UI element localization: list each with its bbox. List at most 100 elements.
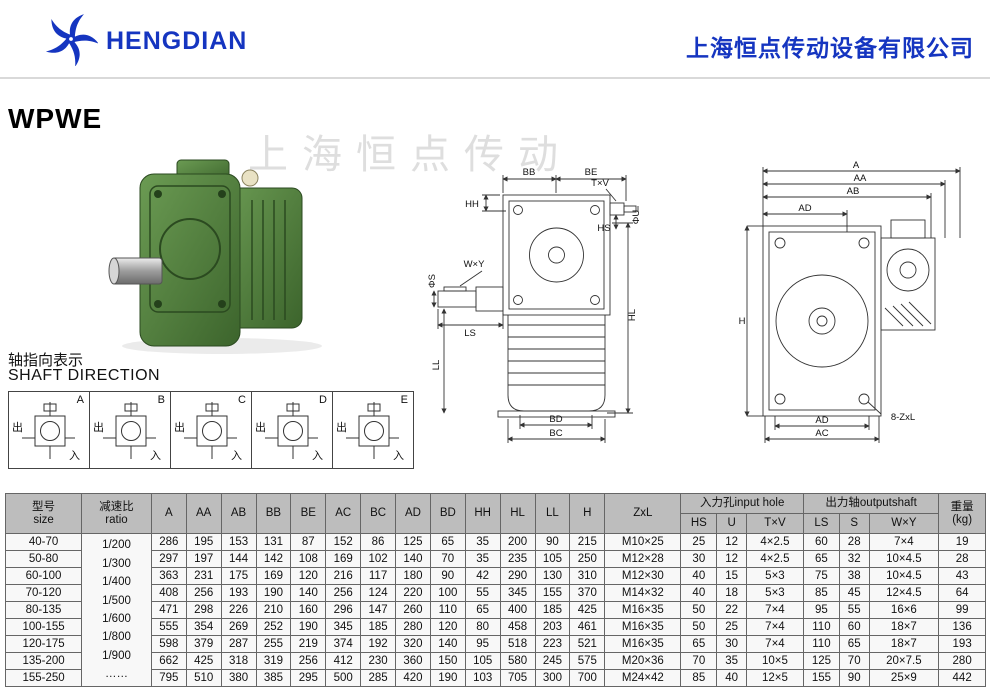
cell-value: 32 [838, 550, 870, 568]
cell-value: 250 [569, 550, 606, 568]
cell-value: 12×4.5 [868, 584, 940, 602]
cell-value: 87 [290, 533, 327, 551]
cell-value: 125 [395, 533, 431, 551]
cell-value: 65 [429, 533, 466, 551]
cell-value: 379 [185, 635, 222, 653]
cell-value: 226 [220, 601, 257, 619]
cell-value: 575 [569, 652, 606, 670]
cell-value: 230 [360, 652, 396, 670]
variant-in-label: 入 [312, 450, 323, 462]
cell-value: 255 [255, 635, 292, 653]
cell-value: M10×25 [604, 533, 682, 551]
cell-value: 25×9 [868, 669, 940, 687]
cell-size: 155-250 [4, 669, 83, 687]
cell-value: 296 [325, 601, 362, 619]
cell-value: 120 [290, 567, 327, 585]
col-header-ratio: 减速比 ratio [81, 493, 152, 534]
model-title: WPWE [8, 103, 103, 134]
cell-value: 471 [150, 601, 187, 619]
cell-value: 795 [150, 669, 187, 687]
cell-value: 297 [150, 550, 187, 568]
shaft-variant-icon [22, 402, 75, 459]
cell-value: 120 [429, 618, 466, 636]
cell-value: 30 [680, 550, 718, 568]
cell-value: 15 [716, 567, 747, 585]
dim-label-txv: T×V [591, 178, 609, 189]
cell-value: 140 [429, 635, 466, 653]
cell-value: 45 [838, 584, 870, 602]
cell-value: 55 [838, 601, 870, 619]
cell-value: 219 [290, 635, 327, 653]
cell-value: 110 [802, 618, 840, 636]
cell-value: 235 [499, 550, 536, 568]
variant-in-label: 入 [231, 450, 242, 462]
dim-label-a: A [853, 160, 860, 171]
cell-value: 510 [185, 669, 222, 687]
cell-value: 256 [290, 652, 327, 670]
variant-letter: B [157, 394, 165, 406]
cell-value: 10×4.5 [868, 550, 940, 568]
cell-value: M24×42 [604, 669, 682, 687]
cell-value: 185 [534, 601, 571, 619]
variant-out-label: 出 [93, 422, 104, 434]
cell-value: 705 [499, 669, 536, 687]
cell-value: 216 [325, 567, 362, 585]
col-header-t×v: T×V [745, 513, 804, 534]
col-header-hl: HL [499, 493, 536, 534]
cell-value: 43 [938, 567, 986, 585]
product-photo [108, 159, 322, 354]
cell-value: 18×7 [868, 635, 940, 653]
variant-letter: D [319, 394, 327, 406]
col-header-a: A [150, 493, 187, 534]
cell-value: 28 [938, 550, 986, 568]
cell-value: 102 [360, 550, 396, 568]
cell-value: 152 [325, 533, 362, 551]
cell-value: 110 [429, 601, 466, 619]
variant-out-label: 出 [174, 422, 185, 434]
cell-value: 65 [464, 601, 501, 619]
cell-value: 412 [325, 652, 362, 670]
cell-value: 70 [838, 652, 870, 670]
dim-label-bd: BD [549, 414, 562, 425]
dim-label-aa: AA [854, 173, 867, 184]
cell-value: 16×6 [868, 601, 940, 619]
cell-value: 200 [499, 533, 536, 551]
cell-value: 124 [360, 584, 396, 602]
cell-value: 55 [464, 584, 501, 602]
dim-label-zxl: 8-ZxL [891, 412, 915, 423]
cell-value: 180 [395, 567, 431, 585]
cell-value: 99 [938, 601, 986, 619]
cell-value: 108 [290, 550, 327, 568]
shaft-direction-label-en: SHAFT DIRECTION [8, 367, 161, 384]
cell-value: 7×4 [745, 635, 804, 653]
cell-value: M12×28 [604, 550, 682, 568]
cell-value: 95 [802, 601, 840, 619]
col-header-ac: AC [325, 493, 362, 534]
cell-value: 35 [716, 652, 747, 670]
cell-value: 42 [464, 567, 501, 585]
cell-value: 169 [255, 567, 292, 585]
shaft-variant-icon [184, 402, 237, 459]
cell-value: 64 [938, 584, 986, 602]
cell-value: 420 [395, 669, 431, 687]
col-header-h: H [569, 493, 606, 534]
variant-in-label: 入 [69, 450, 80, 462]
dim-label-ad-bottom: AD [815, 415, 828, 426]
cell-value: 4×2.5 [745, 533, 804, 551]
col-header-aa: AA [185, 493, 222, 534]
cell-value: 360 [395, 652, 431, 670]
cell-value: 19 [938, 533, 986, 551]
cell-value: 185 [360, 618, 396, 636]
cell-value: 662 [150, 652, 187, 670]
cell-value: 300 [534, 669, 571, 687]
cell-value: 425 [569, 601, 606, 619]
